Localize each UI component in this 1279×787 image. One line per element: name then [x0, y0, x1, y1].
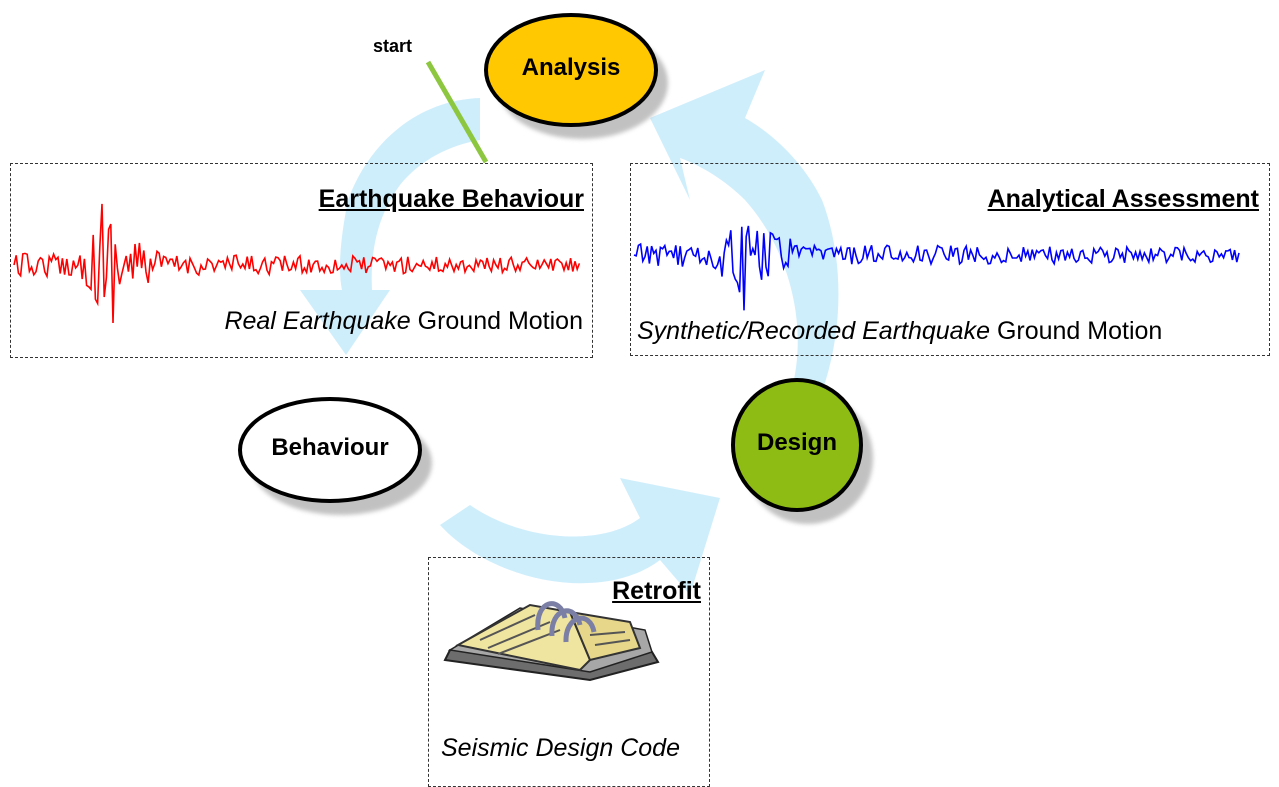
real-ground-motion-signal: [13, 203, 581, 324]
caption-italic-part: Synthetic/Recorded Earthquake: [637, 317, 990, 345]
caption-rest-part: Ground Motion: [410, 307, 583, 335]
analysis-node: [484, 13, 662, 133]
retrofit-caption: Seismic Design Code: [441, 734, 680, 763]
cycle-arrows: [300, 70, 839, 595]
analytical-assessment-caption: Synthetic/Recorded Earthquake Ground Mot…: [637, 317, 1162, 346]
start-pointer-line: [425, 60, 489, 164]
earthquake-behaviour-panel: [10, 163, 593, 358]
design-node: [731, 378, 867, 518]
caption-italic-part: Real Earthquake: [224, 307, 411, 335]
analytical-assessment-panel: [630, 163, 1270, 356]
design-node-label: Design: [756, 429, 837, 456]
arrow-design-to-analysis: [650, 70, 839, 410]
arrow-analysis-to-behaviour: [300, 98, 480, 355]
recorded-ground-motion-signal: [633, 225, 1240, 311]
caption-italic-part: Seismic Design Code: [441, 734, 680, 762]
analytical-assessment-title: Analytical Assessment: [987, 185, 1259, 213]
earthquake-behaviour-title: Earthquake Behaviour: [318, 185, 584, 213]
start-label: start: [373, 36, 413, 56]
analysis-node-label: Analysis: [521, 54, 621, 81]
behaviour-node: [238, 397, 426, 509]
arrow-behaviour-to-design: [440, 478, 720, 595]
behaviour-node-label: Behaviour: [271, 434, 389, 461]
book-binder-icon: [443, 601, 660, 682]
earthquake-behaviour-caption: Real Earthquake Ground Motion: [224, 307, 583, 336]
retrofit-title: Retrofit: [612, 577, 701, 605]
caption-rest-part: Ground Motion: [990, 317, 1163, 345]
